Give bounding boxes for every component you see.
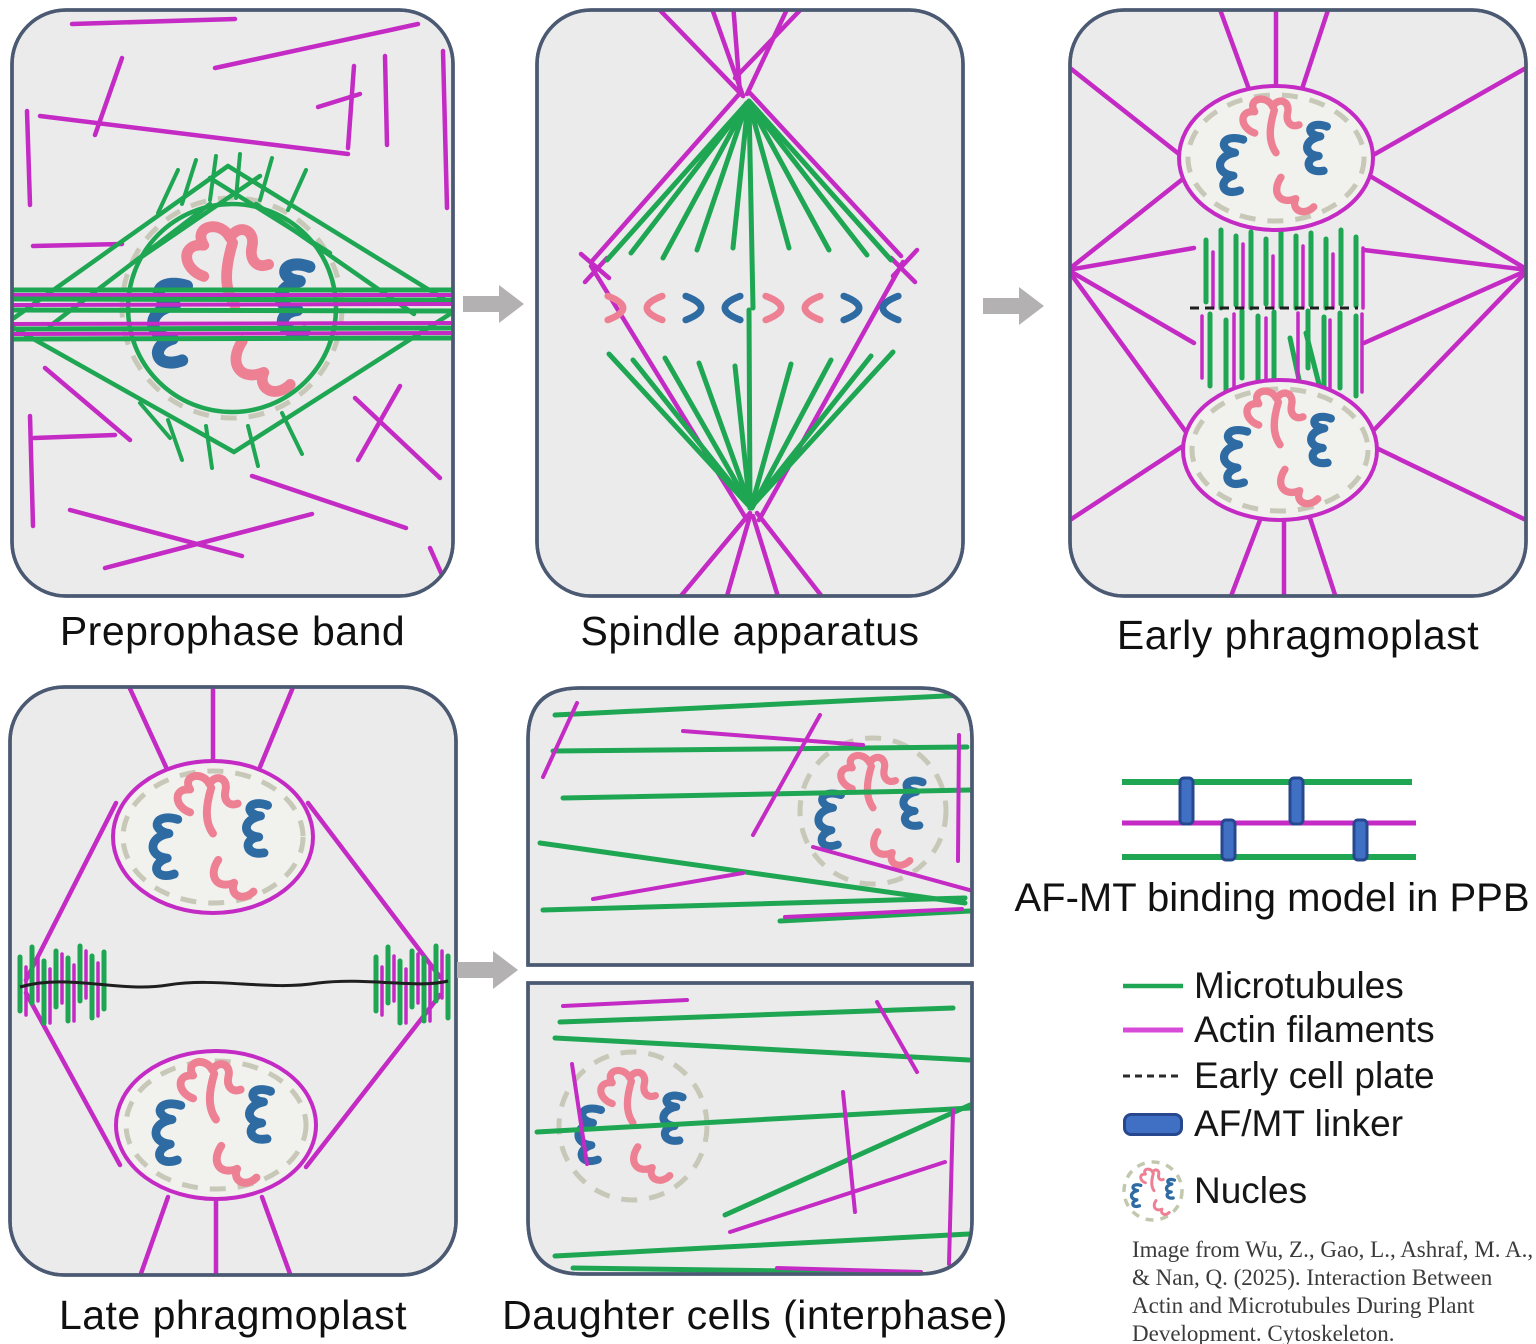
actin-line-icon (1112, 1026, 1194, 1034)
label-preprophase-band: Preprophase band (59, 608, 406, 654)
daughter-nucleus-top (111, 759, 315, 915)
legend-label: Early cell plate (1194, 1055, 1435, 1096)
phragmoplast-ring-left (17, 943, 107, 1026)
preprophase-band-lines (12, 287, 453, 342)
citation-line: Image from Wu, Z., Gao, L., Ashraf, M. A… (1132, 1237, 1534, 1262)
late-phragmoplast-drawing (8, 685, 458, 1277)
panel-daughter-cell-bottom (525, 980, 975, 1277)
daughter-nucleus-bottom (1181, 378, 1379, 522)
early-phragmoplast-drawing (1068, 8, 1528, 598)
microtubule-line-icon (1112, 982, 1194, 990)
citation-line: & Nan, Q. (2025). Interaction Between (1132, 1265, 1493, 1290)
panel-preprophase-band (10, 8, 455, 598)
model-linkers-group (1178, 776, 1369, 862)
linker-chip-icon (1112, 1112, 1194, 1136)
preprophase-band-drawing (10, 8, 455, 598)
cell-plate-line (19, 979, 449, 989)
citation-line: Actin and Microtubules During Plant (1132, 1293, 1475, 1318)
label-late-phragmoplast: Late phragmoplast (58, 1292, 408, 1338)
microtubules-group (537, 692, 972, 924)
panel-early-phragmoplast (1068, 8, 1528, 598)
legend-item-actin-filaments: Actin filaments (1112, 1006, 1435, 1054)
flow-arrow-icon (457, 951, 518, 989)
spindle-apparatus-drawing (535, 8, 965, 598)
citation-text: Image from Wu, Z., Gao, L., Ashraf, M. A… (1132, 1236, 1536, 1344)
legend-label: Nucles (1194, 1170, 1308, 1211)
panel-late-phragmoplast (8, 685, 458, 1277)
legend-label: Actin filaments (1194, 1009, 1435, 1050)
daughter-cell-bottom-drawing (526, 981, 974, 1276)
dashed-line-icon (1112, 1072, 1194, 1080)
actin-filaments-group (561, 998, 955, 1274)
actin-filaments-group (23, 687, 443, 1275)
actin-filaments-group (1070, 10, 1526, 596)
nucleus-icon (1112, 1155, 1194, 1227)
daughter-cell-top-drawing (526, 686, 974, 967)
legend-item-nucleus: Nucles (1112, 1154, 1307, 1228)
microtubules-group (534, 1005, 972, 1274)
model-title: AF-MT binding model in PPB (1014, 876, 1530, 920)
legend-label: AF/MT linker (1194, 1103, 1404, 1144)
label-spindle-apparatus: Spindle apparatus (580, 608, 920, 654)
daughter-nucleus-top (1177, 84, 1375, 232)
phragmoplast-bars-group (1200, 227, 1365, 406)
legend-item-early-cell-plate: Early cell plate (1112, 1052, 1435, 1100)
legend-item-af-mt-linker: AF/MT linker (1112, 1100, 1403, 1148)
daughter-nucleus-bottom (114, 1049, 318, 1201)
actin-filaments-group (24, 16, 453, 596)
phragmoplast-ring-right (373, 943, 451, 1026)
actin-filaments-group (541, 701, 972, 919)
panel-daughter-cell-top (525, 685, 975, 968)
microtubule-ticks-group (138, 152, 308, 470)
legend-item-microtubules: Microtubules (1112, 962, 1404, 1010)
af-mt-binding-model-diagram (1122, 776, 1416, 862)
legend-label: Microtubules (1194, 965, 1404, 1006)
actin-filaments-group (578, 10, 920, 596)
spindle-microtubules-group (604, 98, 896, 511)
flow-arrow-icon (983, 287, 1044, 325)
flow-arrow-icon (463, 285, 524, 323)
panel-spindle-apparatus (535, 8, 965, 598)
label-early-phragmoplast: Early phragmoplast (1116, 612, 1480, 658)
label-daughter-cells: Daughter cells (interphase) (502, 1292, 1008, 1338)
citation-line: Development. Cytoskeleton. (1132, 1321, 1395, 1344)
nucleus (797, 735, 949, 887)
nucleus (556, 1049, 710, 1203)
